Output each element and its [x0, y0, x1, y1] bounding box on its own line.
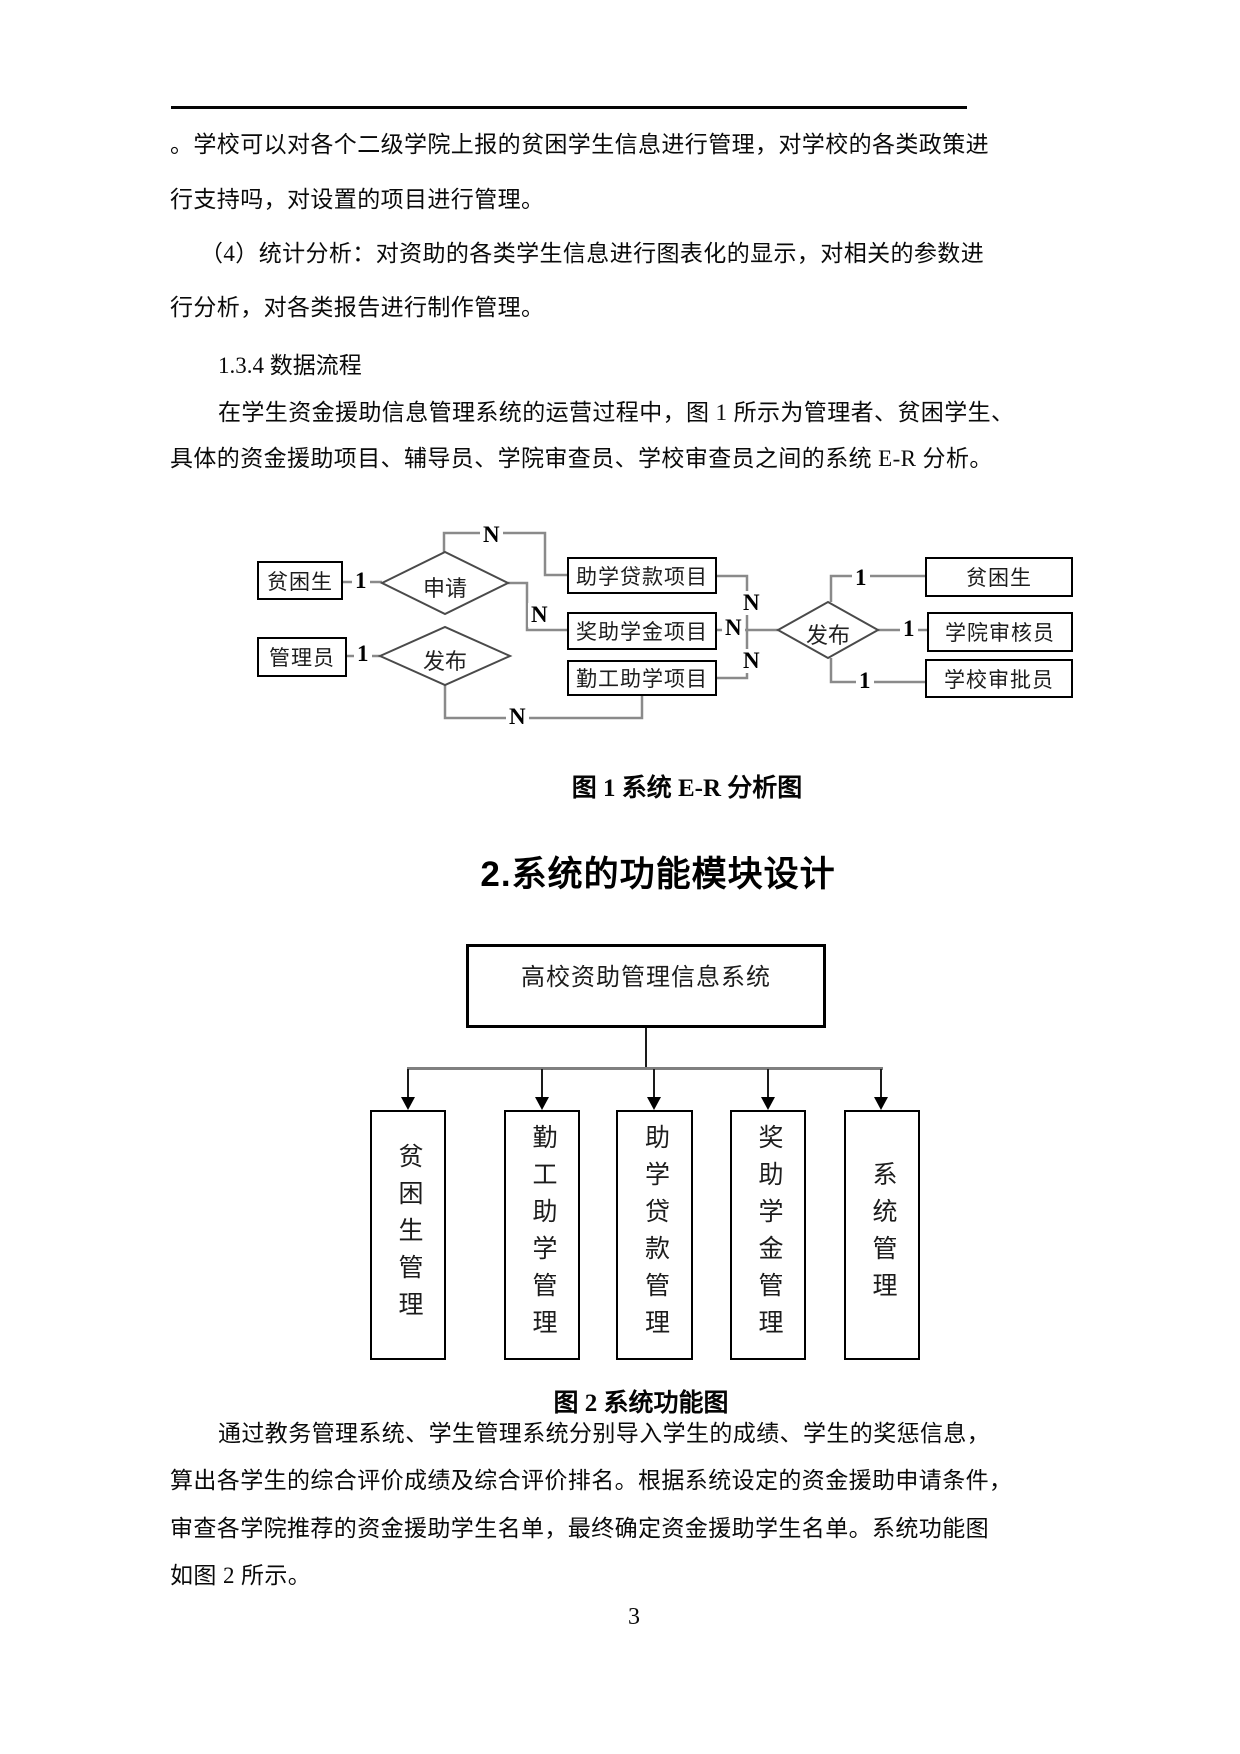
- header-rule: [171, 106, 967, 109]
- cardinality-label-1: 1: [900, 617, 918, 641]
- figure2-caption: 图 2 系统功能图: [553, 1390, 729, 1417]
- arrow-down-icon: [874, 1097, 888, 1110]
- cardinality-label-1: 1: [856, 669, 874, 693]
- diamond-apply: [379, 550, 511, 616]
- body-line: 具体的资金援助项目、辅导员、学院审查员、学校审查员之间的系统 E-R 分析。: [170, 446, 993, 471]
- fig2-stem-line: [645, 1028, 647, 1069]
- cardinality-label-1: 1: [352, 569, 370, 593]
- body-line: 在学生资金援助信息管理系统的运营过程中，图 1 所示为管理者、贫困学生、: [218, 400, 1015, 425]
- fig2-drop-line: [407, 1069, 409, 1098]
- cardinality-label-n: N: [480, 523, 503, 547]
- fig2-module-box-poor-student-mgmt: 贫困生管理: [370, 1110, 446, 1360]
- section-heading-1-3-4: 1.3.4 数据流程: [218, 353, 362, 378]
- diamond-label-publish-right: 发布: [805, 623, 850, 648]
- body-line: 行支持吗，对设置的项目进行管理。: [170, 187, 545, 212]
- entity-box-college-auditor: 学院审核员: [927, 612, 1073, 652]
- entity-box-poor-student-left: 贫困生: [257, 561, 343, 600]
- body-line: 行分析，对各类报告进行制作管理。: [170, 295, 545, 320]
- body-line: 通过教务管理系统、学生管理系统分别导入学生的成绩、学生的奖惩信息，: [218, 1421, 991, 1446]
- fig2-module-box-system-mgmt: 系统管理: [844, 1110, 920, 1360]
- arrow-down-icon: [761, 1097, 775, 1110]
- fig2-drop-line: [767, 1069, 769, 1098]
- cardinality-label-1: 1: [354, 642, 372, 666]
- chapter-heading: 2.系统的功能模块设计: [480, 855, 836, 894]
- cardinality-label-n: N: [506, 705, 529, 729]
- fig2-module-box-work-study-mgmt: 勤工助学管理: [504, 1110, 580, 1360]
- cardinality-label-n: N: [722, 616, 745, 640]
- fig2-drop-line: [541, 1069, 543, 1098]
- diamond-label-publish-left: 发布: [422, 649, 467, 674]
- fig2-drop-line: [653, 1069, 655, 1098]
- entity-box-admin: 管理员: [257, 637, 347, 677]
- page-number: 3: [628, 1604, 640, 1630]
- body-line: 算出各学生的综合评价成绩及综合评价排名。根据系统设定的资金援助申请条件，: [170, 1468, 1013, 1493]
- diamond-publish-right: [775, 600, 881, 660]
- arrow-down-icon: [647, 1097, 661, 1110]
- figure1-caption: 图 1 系统 E-R 分析图: [571, 775, 803, 802]
- body-line: 如图 2 所示。: [170, 1563, 312, 1588]
- project-box-student-loan: 助学贷款项目: [567, 557, 717, 594]
- diamond-label-apply: 申请: [422, 576, 467, 601]
- body-line: （4）统计分析：对资助的各类学生信息进行图表化的显示，对相关的参数进: [200, 241, 985, 266]
- body-line: 审查各学院推荐的资金援助学生名单，最终确定资金援助学生名单。系统功能图: [170, 1516, 989, 1541]
- project-box-work-study: 勤工助学项目: [567, 660, 717, 696]
- cardinality-label-n: N: [740, 649, 763, 673]
- er-connector-lines: [343, 531, 927, 720]
- cardinality-label-1: 1: [852, 566, 870, 590]
- fig2-module-box-scholarship-mgmt: 奖助学金管理: [730, 1110, 806, 1360]
- entity-box-school-approver: 学校审批员: [925, 659, 1073, 698]
- fig2-bus-line: [407, 1067, 883, 1070]
- cardinality-label-n: N: [740, 591, 763, 615]
- fig2-drop-line: [880, 1069, 882, 1098]
- diamond-publish-left: [377, 625, 513, 687]
- arrow-down-icon: [401, 1097, 415, 1110]
- fig2-root-box: 高校资助管理信息系统: [466, 944, 826, 1028]
- project-box-scholarship: 奖助学金项目: [567, 612, 717, 650]
- fig2-module-box-loan-mgmt: 助学贷款管理: [616, 1110, 693, 1360]
- entity-box-poor-student-right: 贫困生: [925, 557, 1073, 597]
- body-line: 。学校可以对各个二级学院上报的贫困学生信息进行管理，对学校的各类政策进: [170, 132, 989, 157]
- cardinality-label-n: N: [528, 603, 551, 627]
- arrow-down-icon: [535, 1097, 549, 1110]
